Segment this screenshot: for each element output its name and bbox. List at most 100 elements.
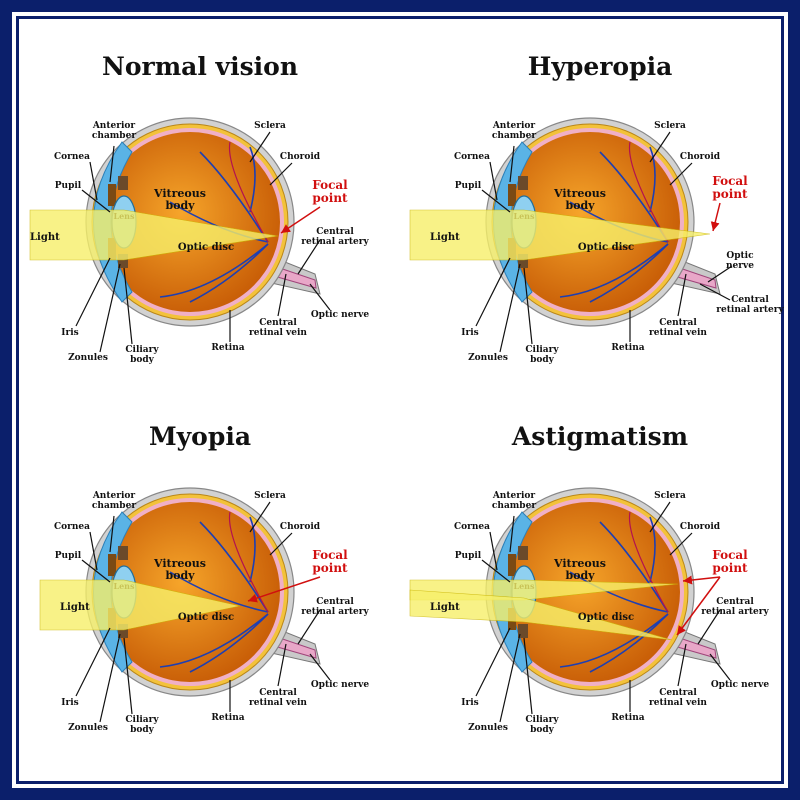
iris-upper [508,184,516,206]
leader-line [475,627,511,697]
retina-label: Retina [611,343,644,353]
panel-hyperopia: Hyperopia LensLightVitreousbodyOptic dis… [400,0,800,400]
leader-line [649,131,671,163]
zonules-label: Zonules [68,353,108,363]
leader-line [309,653,331,681]
leader-line [475,257,511,327]
leader-line [81,559,111,583]
leader-line [699,283,731,301]
blood-vessel [199,521,269,613]
ciliary-upper [118,546,128,560]
panel-myopia: Myopia LensLightVitreousbodyOptic discAn… [0,370,400,770]
iris-label: Iris [461,328,478,338]
blood-vessel [199,151,269,243]
sclera-label: Sclera [254,491,286,501]
optic-disc-label: Optic disc [578,242,634,253]
leader-line [509,515,515,553]
leader-line [523,267,533,345]
blood-vessel [169,571,269,613]
iris-label: Iris [461,698,478,708]
leader-line [109,145,115,183]
optic-disc-label: Optic disc [178,612,234,623]
leader-line [697,609,721,645]
ciliary-upper [518,176,528,190]
inner-frame [16,16,784,784]
eye-diagram: LensLightVitreousbodyOptic discAnteriorc… [29,117,370,365]
leader-line [707,265,733,283]
leader-line [499,633,521,723]
leader-line [709,653,731,681]
focal-arrow [280,206,321,234]
blood-vessel [249,146,256,213]
ciliary-lower [518,624,528,638]
leader-line [509,145,515,183]
light-label: Light [430,232,460,243]
blood-vessel-red [628,141,669,243]
leader-line [277,643,287,687]
optic-nerve-label: Optic nerve [711,680,770,690]
sclera-label: Sclera [654,491,686,501]
ciliary-lower [118,624,128,638]
choroid-label: Choroid [280,522,321,532]
leader-line [309,283,331,311]
zonules-label: Zonules [68,723,108,733]
panel-title: Myopia [148,422,252,451]
cornea-label: Cornea [54,152,90,162]
cornea-label: Cornea [454,522,490,532]
blood-vessel [649,146,656,213]
optic-nerve-label: Optic nerve [311,310,370,320]
blood-vessel [569,571,669,613]
leader-line [489,531,498,571]
leader-line [499,263,521,353]
light-label: Light [430,602,460,613]
retina-label: Retina [611,713,644,723]
leader-line [123,637,133,715]
pupil-label: Pupil [455,181,482,191]
blood-vessel [649,516,656,583]
iris-label: Iris [61,698,78,708]
ciliary-lower [518,254,528,268]
leader-line [99,263,121,353]
leader-line [277,273,287,317]
pupil-label: Pupil [455,551,482,561]
light-beam-lower [409,589,673,641]
ciliary-upper [518,546,528,560]
eye-group: LensLightVitreousbodyOptic discAnteriorc… [409,487,770,735]
leader-line [269,162,293,186]
panel-normal-vision: Normal vision LensLightVitreousbodyOptic… [0,0,400,400]
iris-label: Iris [61,328,78,338]
light-label: Light [30,232,60,243]
focal-arrow [676,576,721,636]
zonules-label: Zonules [468,353,508,363]
choroid-label: Choroid [680,522,721,532]
eye-diagram: LensLightVitreousbodyOptic discAnteriorc… [409,487,770,735]
leader-line [75,627,111,697]
blood-vessel [589,613,669,673]
blood-vessel [559,613,669,668]
leader-line [489,161,498,201]
panel-title: Astigmatism [511,422,689,451]
leader-line [89,161,98,201]
eye-diagram: LensLightVitreousbodyOptic discAnteriorc… [39,487,369,735]
retina-label: Retina [211,343,244,353]
pupil-label: Pupil [55,551,82,561]
iris-upper [508,554,516,576]
light-beam [409,209,711,261]
focal-arrow [710,202,721,232]
